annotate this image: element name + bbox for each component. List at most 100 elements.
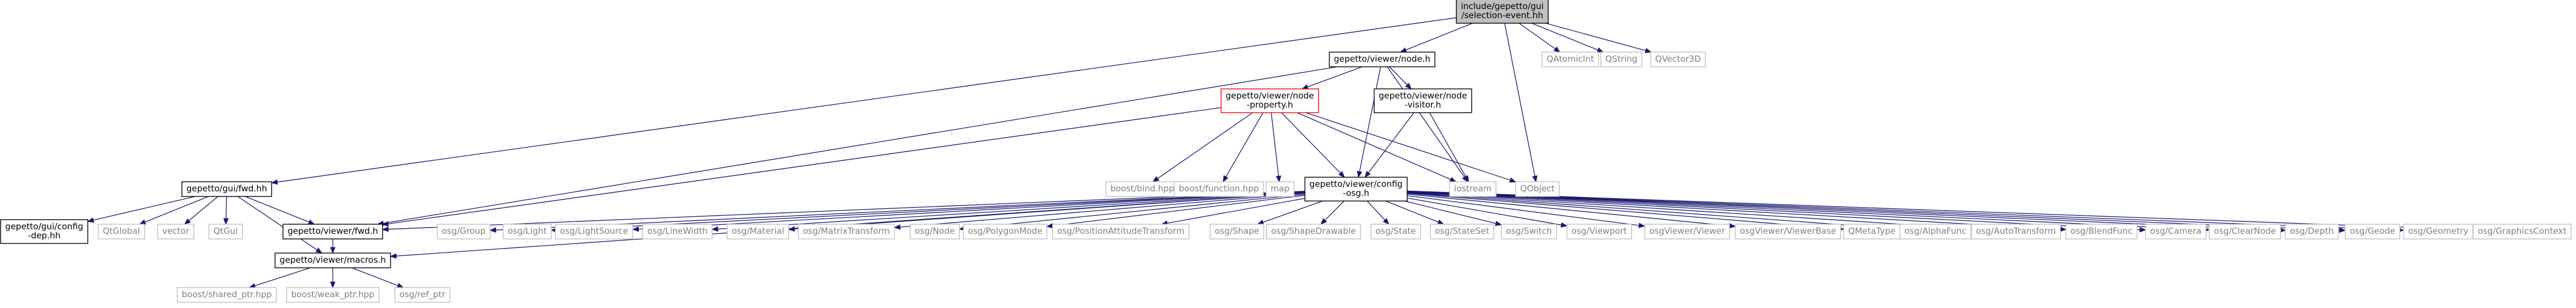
node-osg_shapedrawable: osg/ShapeDrawable — [1266, 224, 1361, 239]
node-box — [1899, 224, 1972, 239]
node-osg_geode: osg/Geode — [2345, 224, 2400, 239]
edge-config_osg-to-osg_stateset — [1386, 200, 1444, 225]
edge-root-to-fwd_hh — [270, 17, 1457, 185]
node-osg_switch: osg/Switch — [1501, 224, 1557, 239]
node-shared_ptr: boost/shared_ptr.hpp — [176, 287, 277, 303]
node-osg_stateset: osg/StateSet — [1430, 224, 1494, 239]
edge-config_osg-to-osg_linewidth — [711, 192, 1305, 232]
edge-config_osg-to-osg_state — [1367, 200, 1389, 225]
node-box — [157, 224, 194, 239]
node-box — [0, 219, 88, 244]
node-label: osg/Shape — [1215, 226, 1260, 236]
node-osg_blendfunc: osg/BlendFunc — [2065, 224, 2138, 239]
edge-fwd_hh-to-qglobal — [138, 196, 209, 225]
node-label: osg/GraphicsContext — [2478, 226, 2567, 236]
node-label: boost/function.hpp — [1179, 183, 1259, 194]
node-label: QVector3D — [1655, 54, 1701, 64]
node-osg_linewidth: osg/LineWidth — [642, 224, 713, 239]
node-label: osg/Camera — [2150, 226, 2201, 236]
node-config_osg[interactable]: gepetto/viewer/config-osg.h — [1304, 177, 1408, 202]
node-qmetatype: QMetaType — [1843, 224, 1901, 239]
node-box — [502, 224, 552, 239]
edge-root-to-qobject — [1504, 23, 1538, 183]
edge-node_h-to-iostream — [1387, 66, 1468, 183]
node-box — [1210, 224, 1264, 239]
node-label: osg/Geode — [2350, 226, 2395, 236]
node-osg_viewport: osg/Viewport — [1566, 224, 1632, 239]
node-qobject: QObject — [1515, 181, 1560, 197]
node-label: boost/weak_ptr.hpp — [291, 289, 374, 300]
edge-node_visitor-to-iostream — [1429, 112, 1469, 183]
node-label: gepetto/viewer/node — [1379, 91, 1467, 101]
edge-config_osg-to-viewer_fwd — [382, 191, 1305, 232]
node-osg_autotransform: osg/AutoTransform — [1971, 224, 2061, 239]
node-osg_shape: osg/Shape — [1210, 224, 1264, 239]
node-node_property[interactable]: gepetto/viewer/node-property.h — [1221, 88, 1319, 113]
node-qatomicint: QAtomicInt — [1541, 52, 1599, 67]
edge-node_property-to-map — [1270, 112, 1282, 183]
node-box — [1650, 52, 1706, 67]
node-osg_lightsource: osg/LightSource — [555, 224, 633, 239]
node-label: QAtomicInt — [1547, 54, 1594, 64]
node-box — [1221, 88, 1319, 113]
node-box — [2345, 224, 2400, 239]
node-label: osg/MatrixTransform — [803, 226, 889, 236]
node-label: osg/PositionAttitudeTransform — [1057, 226, 1185, 236]
edge-node_property-to-viewer_fwd — [382, 107, 1222, 226]
edge-config_osg-to-osg_material — [787, 192, 1305, 232]
node-ref_ptr: osg/ref_ptr — [394, 287, 451, 303]
node-box — [2285, 224, 2339, 239]
node-root[interactable]: include/gepetto/gui/selection-event.hh — [1456, 0, 1549, 24]
node-box — [1052, 224, 1190, 239]
edge-node_h-to-node_property — [1301, 66, 1362, 89]
node-label: -property.h — [1247, 100, 1293, 110]
edge-config_osg-to-osg_pat — [1160, 198, 1305, 226]
node-osg_light: osg/Light — [502, 224, 552, 239]
node-viewer_fwd[interactable]: gepetto/viewer/fwd.h — [282, 224, 383, 239]
node-fwd_hh[interactable]: gepetto/gui/fwd.hh — [181, 181, 272, 197]
node-box — [1370, 224, 1421, 239]
node-box — [1501, 224, 1557, 239]
node-qglobal: QtGlobal — [98, 224, 145, 239]
node-label: include/gepetto/gui — [1461, 1, 1544, 11]
node-gui_config_dep[interactable]: gepetto/gui/config-dep.hh — [0, 219, 88, 244]
edge-node_property-to-iostream — [1297, 112, 1457, 182]
node-box — [963, 224, 1048, 239]
node-qvector3d: QVector3D — [1650, 52, 1706, 67]
node-label: gepetto/viewer/fwd.h — [287, 226, 378, 236]
node-label: /selection-event.hh — [1461, 10, 1543, 20]
edge-macros-to-weak_ptr — [330, 268, 336, 289]
node-label: vector — [162, 226, 189, 236]
edge-config_osg-to-osg_group — [489, 191, 1305, 233]
node-box — [1515, 181, 1560, 197]
node-label: osg/Material — [732, 226, 785, 236]
node-qtgui: QtGui — [208, 224, 243, 239]
node-label: osgViewer/ViewerBase — [1740, 226, 1836, 236]
node-vector: vector — [157, 224, 194, 239]
edge-fwd_hh-to-macros — [237, 196, 323, 254]
node-label: gepetto/gui/config — [5, 221, 83, 232]
edge-node_visitor-to-config_osg — [1365, 112, 1414, 178]
node-label: QtGlobal — [103, 226, 140, 236]
node-macros[interactable]: gepetto/viewer/macros.h — [274, 253, 391, 268]
edge-fwd_hh-to-viewer_fwd — [245, 196, 315, 225]
node-box — [1644, 224, 1730, 239]
node-label: osg/PolygonMode — [968, 226, 1042, 236]
node-osgviewer_viewer: osgViewer/Viewer — [1644, 224, 1730, 239]
node-osg_state: osg/State — [1370, 224, 1421, 239]
node-label: QtGui — [214, 226, 238, 236]
edge-node_h-to-node_visitor — [1389, 66, 1412, 89]
edge-node_h-to-viewer_fwd — [376, 66, 1337, 226]
node-label: map — [1270, 183, 1289, 194]
node-box — [286, 287, 380, 303]
edge-node_h-to-config_osg — [1357, 66, 1382, 178]
node-osg_camera: osg/Camera — [2145, 224, 2206, 239]
node-node_visitor[interactable]: gepetto/viewer/node-visitor.h — [1374, 88, 1472, 113]
node-box — [181, 181, 272, 197]
node-osg_group: osg/Group — [437, 224, 491, 239]
node-box — [642, 224, 713, 239]
edge-node_property-to-qobject — [1306, 112, 1516, 183]
node-node_h[interactable]: gepetto/viewer/node.h — [1329, 52, 1435, 67]
node-osg_geometry: osg/Geometry — [2403, 224, 2473, 239]
node-box — [98, 224, 145, 239]
